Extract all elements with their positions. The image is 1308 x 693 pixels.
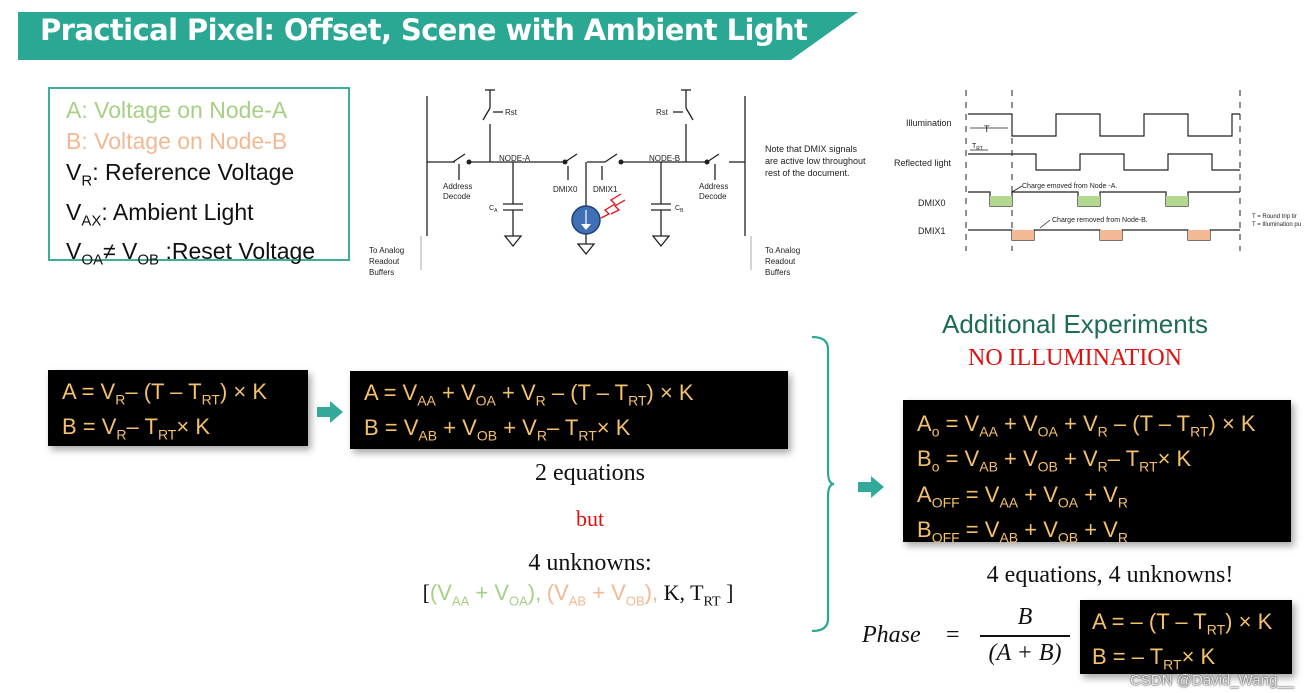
to-analog-left-3: Buffers xyxy=(369,268,394,277)
dmix1-circuit-label: DMIX1 xyxy=(593,185,618,194)
phase-label: Phase xyxy=(862,622,921,648)
eq4-line-b: B = – TRT× K xyxy=(1092,644,1216,673)
eq-box-ambient: A = VAA + VOA + VR – (T – TRT) × K B = V… xyxy=(350,371,788,449)
rst-left-label: Rst xyxy=(505,108,518,117)
legend-a: A: Voltage on Node-A xyxy=(66,97,288,123)
reflected-light-label: Reflected light xyxy=(894,158,952,168)
watermark: CSDN @David_Wang__ xyxy=(1130,672,1294,689)
address-decode-right-1: Address xyxy=(699,182,728,191)
no-illumination-subtitle: NO ILLUMINATION xyxy=(968,345,1182,371)
cb-label: CB xyxy=(675,205,684,214)
two-equations-text: 2 equations xyxy=(535,460,645,486)
arrow-right-icon xyxy=(317,401,343,423)
four-unknowns-text: 4 unknowns: xyxy=(528,550,652,576)
phase-equals: = xyxy=(946,622,960,648)
phase-numerator: B xyxy=(1017,604,1033,630)
to-analog-right-1: To Analog xyxy=(765,246,800,255)
note-line-2: are active low throughout xyxy=(765,156,866,166)
rst-right-label: Rst xyxy=(656,108,669,117)
eq3-line-boff: BOFF = VAB + VOB + VR xyxy=(917,517,1128,546)
legend-vax: VAX: Ambient Light xyxy=(66,198,254,230)
arrow-right-icon xyxy=(858,476,884,498)
timing-diagram: Illumination T TRT Reflected light DMIX0… xyxy=(894,90,1301,251)
curly-brace xyxy=(811,335,835,633)
trt-label: TRT xyxy=(972,143,983,152)
charge-a-label: Charge emoved from Node -A. xyxy=(1022,183,1117,190)
phase-denominator: (A + B) xyxy=(988,640,1062,666)
eq1-line-a: A = VR– (T – TRT) × K xyxy=(62,379,268,408)
to-analog-right-3: Buffers xyxy=(765,268,790,277)
eq1-line-b: B = VR– TRT× K xyxy=(62,414,210,443)
t-label: T xyxy=(984,124,990,134)
unknowns-list: [(VAA + VOA), (VAB + VOB), K, TRT ] xyxy=(422,580,734,610)
address-decode-right-2: Decode xyxy=(699,192,727,201)
node-a-label: NODE-A xyxy=(499,154,531,163)
eq2-line-a: A = VAA + VOA + VR – (T – TRT) × K xyxy=(364,380,694,409)
legend-reset: VOA≠ VOB :Reset Voltage xyxy=(66,238,316,269)
eq-box-basic: A = VR– (T – TRT) × K B = VR– TRT× K xyxy=(48,370,308,446)
dmix0-timing-label: DMIX0 xyxy=(918,198,946,208)
dmix1-timing-label: DMIX1 xyxy=(918,226,946,236)
eq-box-additional: Ao = VAA + VOA + VR – (T – TRT) × K Bo =… xyxy=(903,400,1291,546)
ca-label: CA xyxy=(489,205,498,214)
additional-experiments-title: Additional Experiments xyxy=(942,309,1208,339)
note-line-1: Note that DMIX signals xyxy=(765,144,858,154)
to-analog-left-2: Readout xyxy=(369,257,400,266)
fraction-bar xyxy=(980,635,1070,637)
t-note: T = Illumination pu xyxy=(1252,222,1301,228)
eq3-line-aoff: AOFF = VAA + VOA + VR xyxy=(917,481,1128,511)
illumination-label: Illumination xyxy=(906,118,952,128)
legend-box: A: Voltage on Node-A B: Voltage on Node-… xyxy=(48,87,350,269)
note-line-3: rest of the document. xyxy=(765,168,850,178)
eq3-line-ao: Ao = VAA + VOA + VR – (T – TRT) × K xyxy=(917,411,1256,440)
pixel-circuit-diagram: Rst Rst NODE-A NODE-B Address Decode Add… xyxy=(369,89,866,277)
eq2-line-b: B = VAB + VOB + VR– TRT× K xyxy=(364,415,631,444)
legend-vr: VR: Reference Voltage xyxy=(66,159,295,190)
page-title: Practical Pixel: Offset, Scene with Ambi… xyxy=(40,13,808,47)
charge-b-label: Charge removed from Node-B. xyxy=(1052,217,1148,224)
legend-b: B: Voltage on Node-B xyxy=(66,128,288,154)
eq-box-phase: A = – (T – TRT) × K B = – TRT× K xyxy=(1080,600,1292,674)
node-b-label: NODE-B xyxy=(649,154,680,163)
address-decode-left-1: Address xyxy=(443,182,472,191)
trt-note: T = Round trip tir xyxy=(1252,214,1297,220)
title-banner xyxy=(18,12,858,60)
to-analog-right-2: Readout xyxy=(765,257,796,266)
dmix0-circuit-label: DMIX0 xyxy=(553,185,578,194)
address-decode-left-2: Decode xyxy=(443,192,471,201)
eq3-line-bo: Bo = VAB + VOB + VR– TRT× K xyxy=(917,446,1192,475)
to-analog-left-1: To Analog xyxy=(369,246,404,255)
eq4-line-a: A = – (T – TRT) × K xyxy=(1092,609,1273,638)
but-text: but xyxy=(575,506,605,531)
four-equations-text: 4 equations, 4 unknowns! xyxy=(986,562,1234,588)
